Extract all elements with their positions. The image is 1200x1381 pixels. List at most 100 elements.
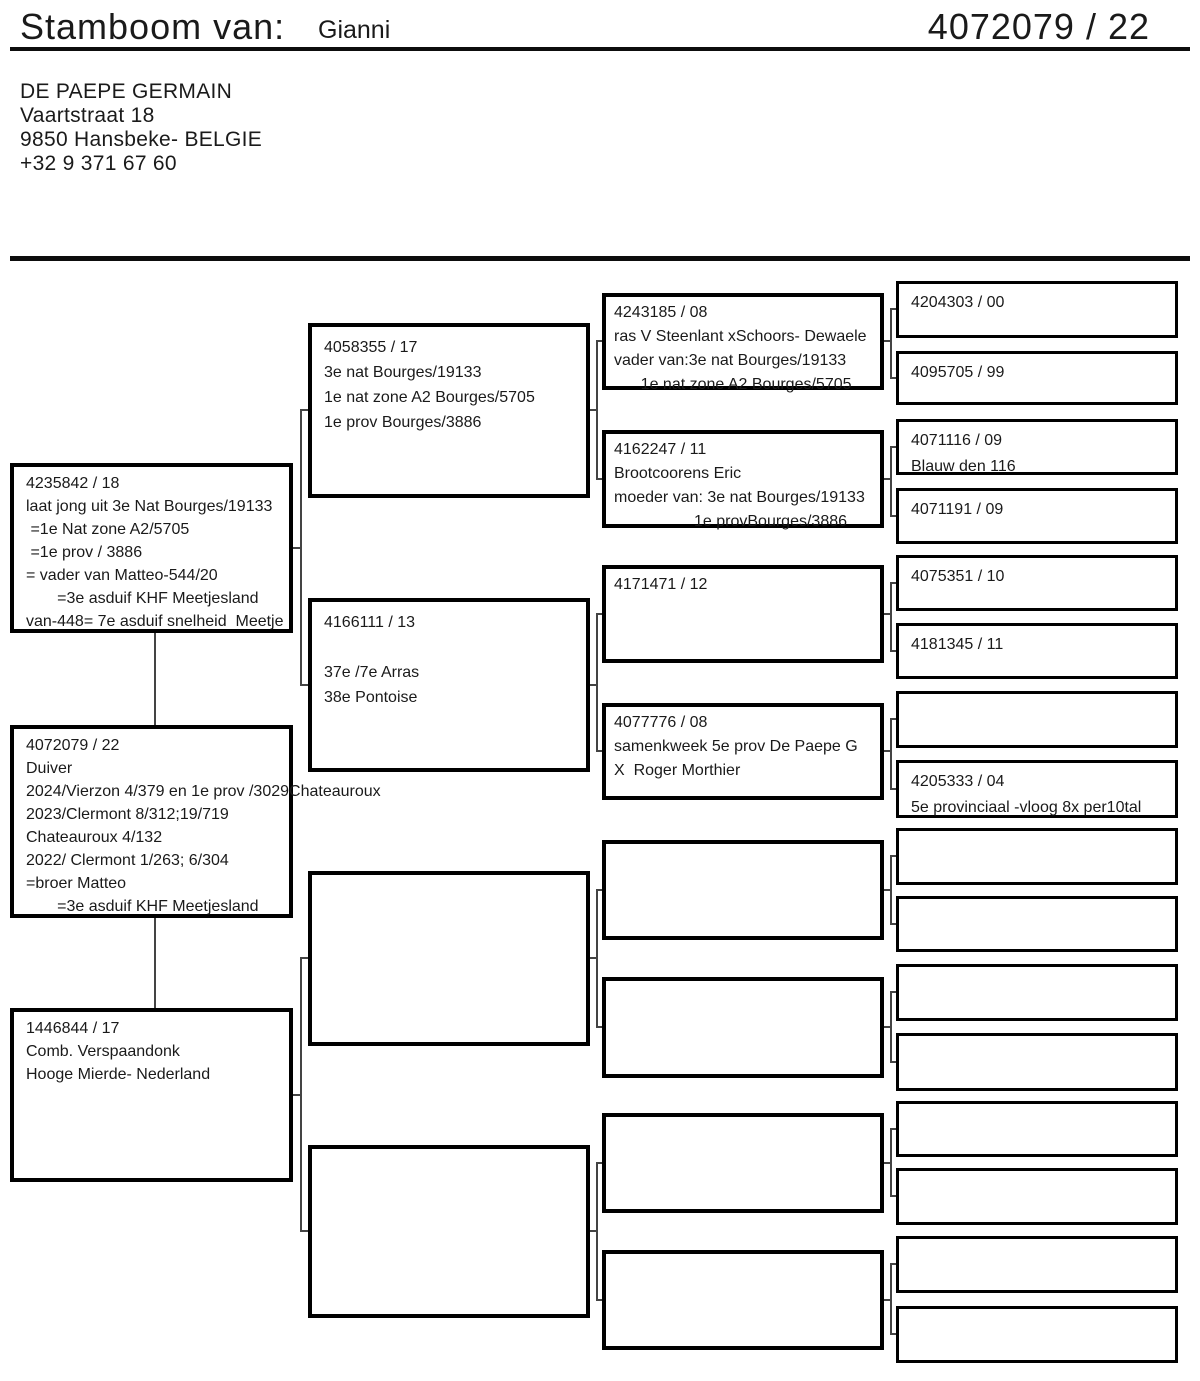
box-line: = vader van Matteo-544/20	[26, 567, 218, 584]
box-line: 38e Pontoise	[324, 689, 418, 706]
connector-line	[596, 613, 602, 615]
pedigree-box-g4-9	[896, 828, 1178, 885]
connector-line	[890, 855, 896, 857]
box-line: Hooge Mierde- Nederland	[26, 1066, 211, 1083]
pedigree-box-g4-11	[896, 964, 1178, 1021]
box-line: 4205333 / 04	[911, 773, 1005, 790]
connector-line	[890, 1333, 896, 1335]
pedigree-box-g4-16	[896, 1306, 1178, 1363]
box-line: =broer Matteo	[26, 875, 127, 892]
box-line: Comb. Verspaandonk	[26, 1043, 180, 1060]
connector-line	[890, 1129, 892, 1196]
connector-line	[890, 992, 892, 1062]
box-line: 2022/ Clermont 1/263; 6/304	[26, 852, 229, 869]
pedigree-box-g4-1: 4204303 / 00	[896, 281, 1178, 338]
connector-line	[890, 308, 896, 310]
pedigree-box-subject: 4072079 / 22 Duiver 2024/Vierzon 4/379 en …	[10, 725, 381, 918]
connector-line	[596, 341, 598, 479]
box-line: 4235842 / 18	[26, 475, 120, 492]
connector-line	[890, 1061, 896, 1063]
connector-line	[293, 1094, 300, 1096]
box-line: Brootcoorens Eric	[614, 465, 742, 482]
pedigree-box-sire-sire: 4058355 / 17 3e nat Bourges/19133 1e nat z…	[308, 323, 590, 498]
connector-line	[890, 856, 892, 924]
owner-name: DE PAEPE GERMAIN	[20, 80, 233, 103]
connector-line	[890, 719, 892, 789]
pedigree-box-sire: 4235842 / 18 laat jong uit 3e Nat Bourges…	[10, 463, 293, 633]
pedigree-box-g3-4: 4077776 / 08 samenkweek 5e prov De Paepe …	[602, 703, 884, 800]
connector-line	[890, 309, 892, 378]
connector-line	[884, 1162, 890, 1164]
box-line: 4171471 / 12	[614, 576, 708, 593]
connector-line	[300, 957, 308, 959]
box-line: 3e nat Bourges/19133	[324, 364, 482, 381]
connector-line	[596, 890, 598, 1027]
box-line: 1446844 / 17	[26, 1020, 120, 1037]
pedigree-box-g4-15	[896, 1236, 1178, 1293]
connector-line	[884, 1299, 890, 1301]
connector-line	[596, 889, 602, 891]
box-line: 4072079 / 22	[26, 737, 120, 754]
connector-line	[300, 1230, 308, 1232]
connector-line	[590, 409, 596, 411]
box-line: 1e prov Bourges/3886	[324, 414, 482, 431]
section-divider	[10, 256, 1190, 261]
box-line: van-448= 7e asduif snelheid Meetje	[26, 613, 284, 630]
box-line: 4181345 / 11	[911, 636, 1004, 653]
box-line: =1e prov / 3886	[26, 544, 143, 561]
box-line: 4162247 / 11	[614, 441, 707, 458]
box-line: laat jong uit 3e Nat Bourges/19133	[26, 498, 273, 515]
connector-line	[884, 478, 890, 480]
box-line: 4166111 / 13	[324, 614, 416, 631]
connector-line	[293, 547, 300, 549]
box-line: 4071116 / 09	[911, 432, 1003, 449]
box-line: 4077776 / 08	[614, 714, 708, 731]
box-line: 4095705 / 99	[911, 364, 1005, 381]
subject-name: Gianni	[318, 16, 391, 44]
box-line: 1e nat zone A2 Bourges/5705	[324, 389, 535, 406]
connector-line	[890, 1263, 896, 1265]
connector-line	[890, 582, 896, 584]
pedigree-box-g3-6	[602, 977, 884, 1078]
pedigree-box-g3-5	[602, 840, 884, 940]
pedigree-box-g3-3: 4171471 / 12	[602, 565, 884, 663]
header-divider	[10, 47, 1190, 51]
box-line: Duiver	[26, 760, 73, 777]
box-line: 2023/Clermont 8/312;19/719	[26, 806, 229, 823]
pedigree-box-g4-5: 4075351 / 10	[896, 555, 1178, 611]
box-line: Blauw den 116	[911, 458, 1016, 475]
pedigree-box-dam-dam	[308, 1145, 590, 1318]
connector-line	[890, 788, 896, 790]
pedigree-box-g4-6: 4181345 / 11	[896, 623, 1178, 679]
pedigree-box-g4-13	[896, 1101, 1178, 1157]
connector-line	[154, 918, 156, 1008]
pedigree-box-g4-12	[896, 1033, 1178, 1091]
box-line: 1e nat zone A2 Bourges/5705	[614, 376, 852, 393]
box-line: =3e asduif KHF Meetjesland	[26, 590, 259, 607]
box-line: 4058355 / 17	[324, 339, 418, 356]
box-line: =1e Nat zone A2/5705	[26, 521, 190, 538]
box-line: =3e asduif KHF Meetjesland	[26, 898, 259, 915]
connector-line	[596, 340, 602, 342]
box-line: ras V Steenlant xSchoors- Dewaele	[614, 328, 867, 345]
connector-line	[890, 446, 896, 448]
connector-line	[884, 1026, 890, 1028]
box-line: 2024/Vierzon 4/379 en 1e prov /3029Chate…	[26, 783, 381, 800]
connector-line	[596, 1162, 602, 1164]
connector-line	[596, 1026, 602, 1028]
page-title: Stamboom van:	[20, 6, 286, 47]
connector-line	[890, 923, 896, 925]
connector-line	[154, 633, 156, 725]
box-line: Chateauroux 4/132	[26, 829, 163, 846]
box-line: samenkweek 5e prov De Paepe G	[614, 738, 858, 755]
connector-line	[596, 1299, 602, 1301]
connector-line	[596, 1163, 598, 1300]
connector-line	[596, 750, 602, 752]
connector-line	[300, 958, 302, 1231]
pedigree-box-g4-14	[896, 1168, 1178, 1225]
connector-line	[890, 583, 892, 651]
